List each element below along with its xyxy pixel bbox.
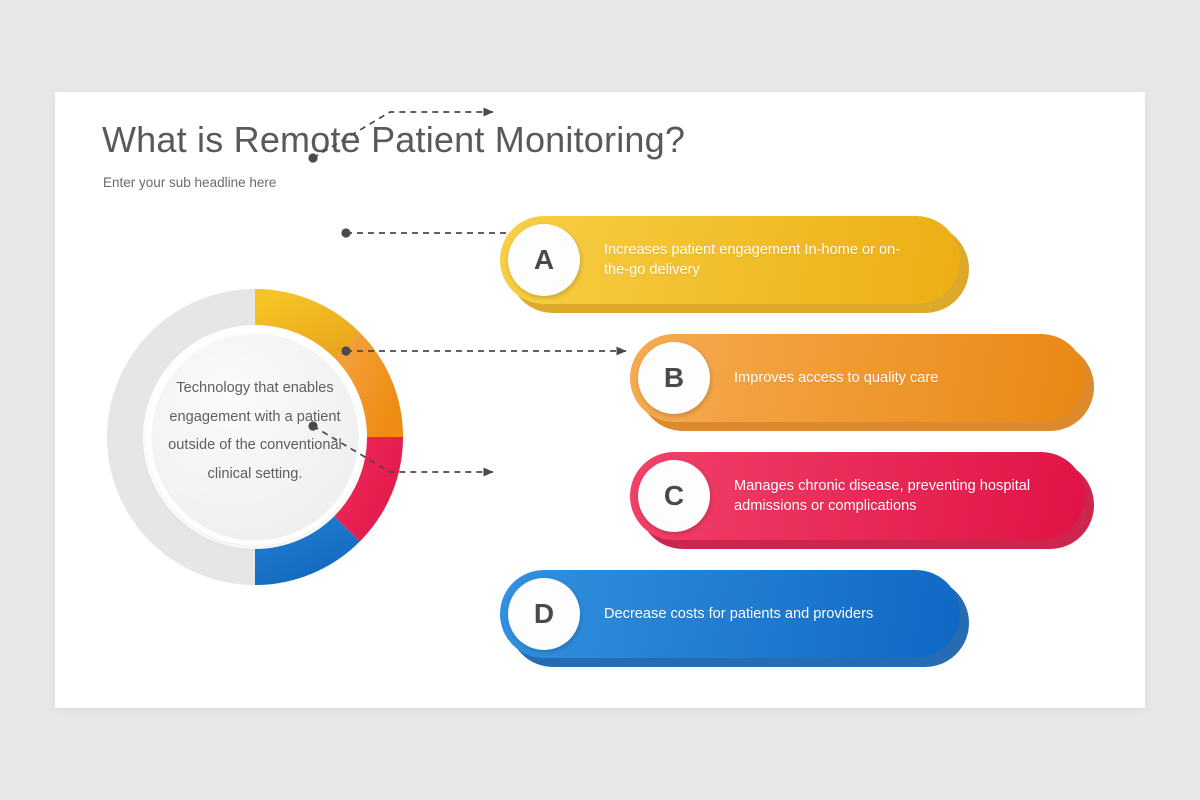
page-title: What is Remote Patient Monitoring? bbox=[102, 119, 686, 160]
callout-pill-c[interactable]: C Manages chronic disease, preventing ho… bbox=[630, 452, 1094, 549]
donut-inner-disc bbox=[149, 331, 361, 543]
pill-a-badge: A bbox=[508, 224, 580, 296]
donut-svg bbox=[107, 289, 403, 585]
slide-canvas: What is Remote Patient Monitoring? Enter… bbox=[55, 92, 1145, 708]
pill-d-text: Decrease costs for patients and provider… bbox=[604, 606, 874, 622]
page-subtitle: Enter your sub headline here bbox=[103, 175, 277, 190]
callout-pill-d[interactable]: D Decrease costs for patients and provid… bbox=[500, 570, 969, 667]
pill-c-badge: C bbox=[638, 460, 710, 532]
pill-c-text: Manages chronic disease, preventing hosp… bbox=[734, 478, 1031, 514]
pill-b-text: Improves access to quality care bbox=[734, 370, 939, 386]
donut-chart: Technology that enables engagement with … bbox=[100, 282, 410, 592]
pill-b-badge: B bbox=[638, 342, 710, 414]
donut-center-text: Technology that enables engagement with … bbox=[168, 380, 342, 482]
pill-a-text: Increases patient engagement In-home or … bbox=[604, 242, 901, 278]
donut-segment-a[interactable] bbox=[254, 289, 360, 359]
callout-pill-b[interactable]: B Improves access to quality care bbox=[630, 334, 1094, 431]
connector-dot-b bbox=[341, 228, 351, 238]
donut-segment-d[interactable] bbox=[254, 515, 360, 585]
callout-pill-a[interactable]: A Increases patient engagement In-home o… bbox=[500, 216, 969, 313]
pill-d-badge: D bbox=[508, 578, 580, 650]
